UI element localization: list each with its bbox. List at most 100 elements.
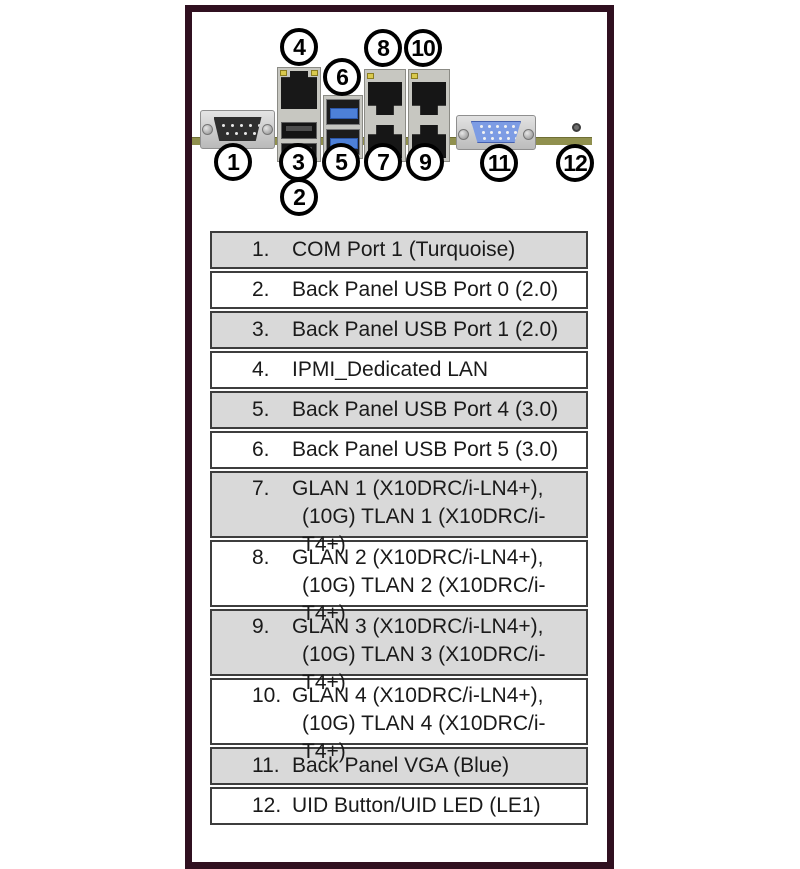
legend-row-text: GLAN 3 (X10DRC/i-LN4+), [292, 615, 544, 638]
legend-row-8: 8. GLAN 2 (X10DRC/i-LN4+), (10G) TLAN 2 (X… [210, 540, 588, 625]
legend-row-number: 9. [252, 615, 270, 638]
serial-pin-icon [225, 132, 229, 135]
legend-row-label: UID Button/UID LED (LE1) [292, 789, 541, 823]
legend-row-text: COM Port 1 (Turquoise) [292, 238, 516, 261]
legend-row-text: Back Panel USB Port 5 (3.0) [292, 438, 559, 461]
serial-pin-icon [221, 124, 225, 127]
lan-led-icon [411, 73, 418, 79]
vga-pin-icon [513, 131, 517, 134]
rj45-jack-icon [281, 71, 317, 109]
legend-row-number: 4. [252, 358, 270, 381]
legend-row-label: Back Panel USB Port 0 (2.0) [292, 273, 558, 307]
screw-icon [262, 124, 273, 135]
vga-pin-icon [497, 131, 501, 134]
usb3-tongue-icon [330, 108, 358, 119]
vga-dsub-icon [471, 121, 521, 143]
legend-row-number: 7. [252, 477, 270, 500]
callout-3: 3 [279, 143, 317, 181]
rj45-jack-icon [412, 82, 446, 115]
vga-pin-icon [512, 125, 515, 128]
vga-pin-icon [489, 131, 493, 134]
serial-pin-icon [257, 124, 261, 127]
legend-row-text: Back Panel USB Port 4 (3.0) [292, 398, 559, 421]
legend-row-text: Back Panel USB Port 1 (2.0) [292, 318, 559, 341]
callout-11: 11 [480, 144, 518, 182]
serial-pin-icon [234, 132, 238, 135]
vga-pin-icon [488, 125, 491, 128]
legend-row-label: Back Panel USB Port 5 (3.0) [292, 433, 558, 467]
legend-row-label: IPMI_Dedicated LAN [292, 353, 488, 387]
legend-row-2: 2. Back Panel USB Port 0 (2.0) [210, 271, 588, 309]
usb3-port-icon [326, 99, 360, 125]
callout-5: 5 [322, 143, 360, 181]
callout-1: 1 [214, 143, 252, 181]
legend-row-number: 6. [252, 438, 270, 461]
legend-row-number: 1. [252, 238, 270, 261]
vga-pin-icon [515, 137, 518, 140]
callout-8: 8 [364, 29, 402, 67]
legend-row-text: (10G) TLAN 3 (X10DRC/i-T4+) [302, 643, 546, 694]
callout-4: 4 [280, 28, 318, 66]
legend-row-label: GLAN 1 (X10DRC/i-LN4+),(10G) TLAN 1 (X10… [292, 475, 582, 559]
legend-row-label: GLAN 3 (X10DRC/i-LN4+), (10G) TLAN 3 (X10… [292, 613, 582, 697]
legend-row-3: 3. Back Panel USB Port 1 (2.0) [210, 311, 588, 349]
legend-row-text: (10G) TLAN 2 (X10DRC/i-T4+) [302, 574, 546, 625]
legend-row-label: GLAN 2 (X10DRC/i-LN4+), (10G) TLAN 2 (X10… [292, 544, 582, 628]
legend-row-number: 10. [252, 684, 282, 707]
serial-pin-icon [239, 124, 243, 127]
legend-row-12: 12. UID Button/UID LED (LE1) [210, 787, 588, 825]
legend-row-label: Back Panel USB Port 4 (3.0) [292, 393, 558, 427]
legend-row-text: (10G) TLAN 1 (X10DRC/i-T4+) [302, 505, 546, 556]
callout-9: 9 [406, 143, 444, 181]
vga-pin-icon [481, 131, 485, 134]
vga-pin-icon [504, 125, 507, 128]
legend-row-text: Back Panel VGA (Blue) [292, 754, 510, 777]
rj45-jack-icon [368, 82, 402, 115]
callout-6: 6 [323, 58, 361, 96]
uid-button-icon [572, 123, 581, 132]
legend-row-6: 6. Back Panel USB Port 5 (3.0) [210, 431, 588, 469]
legend-row-10: 10. GLAN 4 (X10DRC/i-LN4+),(10G) TLAN 4 (… [210, 678, 588, 763]
legend-row-5: 5. Back Panel USB Port 4 (3.0) [210, 391, 588, 429]
vga-pin-icon [491, 137, 494, 140]
legend-row-number: 2. [252, 278, 270, 301]
serial-pin-icon [252, 132, 256, 135]
legend-row-number: 8. [252, 546, 270, 569]
legend-row-11: 11. Back Panel VGA (Blue) [210, 747, 588, 785]
serial-pin-icon [248, 124, 252, 127]
legend-row-4: 4. IPMI_Dedicated LAN [210, 351, 588, 389]
lan-led-icon [311, 70, 318, 76]
legend-row-text: IPMI_Dedicated LAN [292, 358, 489, 381]
callout-2: 2 [280, 178, 318, 216]
legend-row-label: COM Port 1 (Turquoise) [292, 233, 515, 267]
screw-icon [523, 129, 534, 140]
vga-pin-icon [505, 131, 509, 134]
legend-row-9: 9. GLAN 3 (X10DRC/i-LN4+), (10G) TLAN 3 (X… [210, 609, 588, 694]
dsub-connector-icon [213, 117, 262, 141]
legend-table: 1. COM Port 1 (Turquoise) 2. Back Panel USB… [210, 231, 588, 827]
legend-row-text: (10G) TLAN 4 (X10DRC/i-T4+) [302, 712, 546, 763]
serial-com-port-icon [200, 110, 275, 149]
serial-pin-icon [243, 132, 247, 135]
legend-row-text: Back Panel USB Port 0 (2.0) [292, 278, 559, 301]
legend-row-number: 12. [252, 794, 282, 817]
legend-row-1: 1. COM Port 1 (Turquoise) [210, 231, 588, 269]
legend-row-text: GLAN 2 (X10DRC/i-LN4+), [292, 546, 544, 569]
vga-pin-icon [507, 137, 510, 140]
callout-12: 12 [556, 144, 594, 182]
legend-row-number: 11. [252, 754, 280, 777]
legend-row-number: 3. [252, 318, 270, 341]
usb2-port-icon [281, 122, 317, 139]
legend-row-text: UID Button/UID LED (LE1) [292, 794, 541, 817]
screw-icon [458, 129, 469, 140]
legend-row-label: GLAN 4 (X10DRC/i-LN4+),(10G) TLAN 4 (X10… [292, 682, 582, 766]
legend-row-label: Back Panel VGA (Blue) [292, 749, 509, 783]
legend-row-7: 7. GLAN 1 (X10DRC/i-LN4+),(10G) TLAN 1 (X… [210, 471, 588, 556]
legend-row-number: 5. [252, 398, 270, 421]
lan-led-icon [367, 73, 374, 79]
vga-pin-icon [496, 125, 499, 128]
lan-led-icon [280, 70, 287, 76]
vga-pin-icon [480, 125, 483, 128]
